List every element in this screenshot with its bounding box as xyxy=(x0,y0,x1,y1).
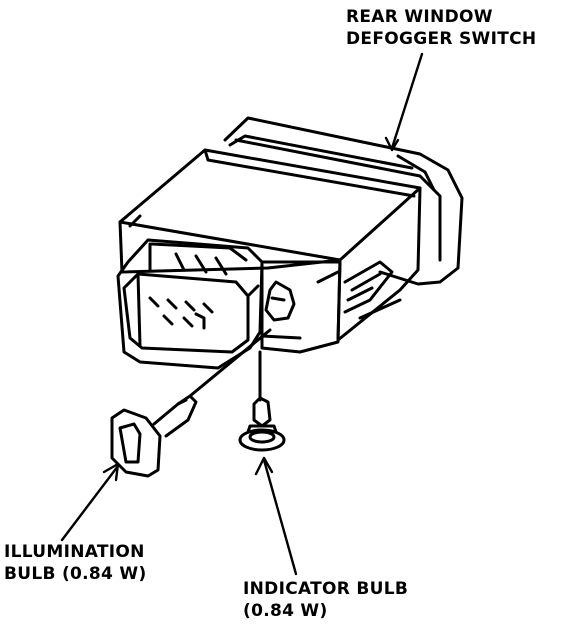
label-rear-window-defogger-switch: REAR WINDOW DEFOGGER SWITCH xyxy=(346,6,536,50)
label-illumination-bulb: ILLUMINATION BULB (0.84 W) xyxy=(4,541,147,585)
connector-housing xyxy=(116,238,264,370)
indicator-bulb xyxy=(238,350,286,452)
bulb-socket-panel xyxy=(260,260,342,354)
label-illumination-line2: BULB (0.84 W) xyxy=(4,564,147,584)
label-illumination-line1: ILLUMINATION xyxy=(4,542,145,562)
label-switch-line2: DEFOGGER SWITCH xyxy=(346,29,537,49)
switch-housing xyxy=(118,134,422,342)
leader-arrows xyxy=(60,52,424,576)
label-switch-line1: REAR WINDOW xyxy=(346,7,493,27)
switch-bezel xyxy=(223,116,464,286)
label-indicator-bulb: INDICATOR BULB (0.84 W) xyxy=(243,578,408,622)
label-indicator-line2: (0.84 W) xyxy=(243,601,328,621)
label-indicator-line1: INDICATOR BULB xyxy=(243,579,409,599)
illumination-bulb xyxy=(110,328,272,478)
